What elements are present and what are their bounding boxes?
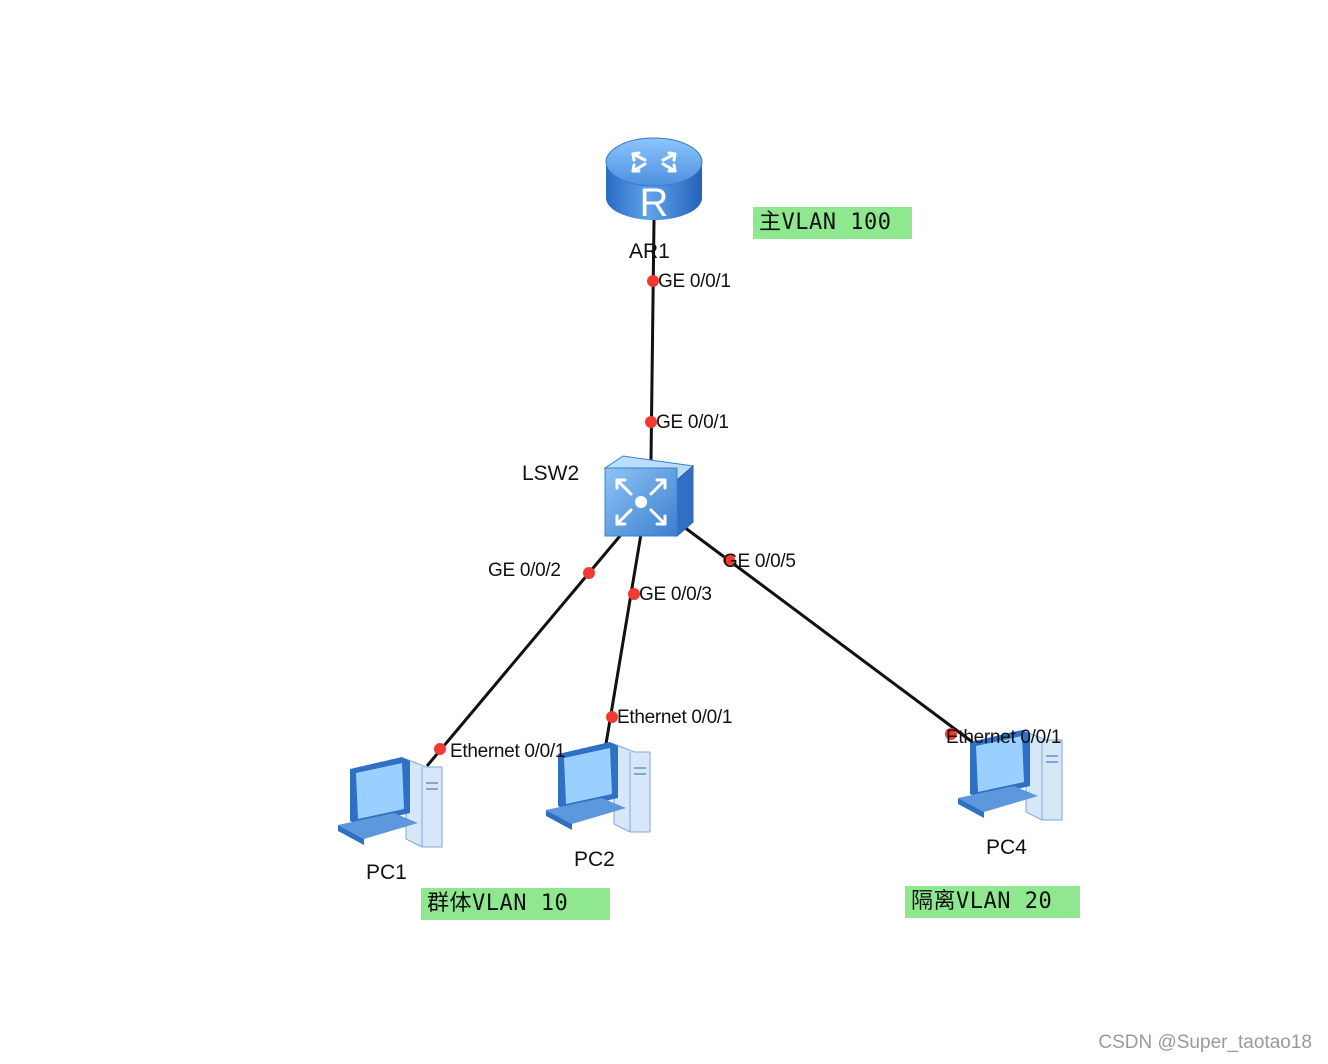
pc4-label: PC4 xyxy=(986,836,1027,859)
port-label-lsw2-ge001: GE 0/0/1 xyxy=(656,412,729,433)
pc4-icon[interactable] xyxy=(954,728,1066,826)
port-label-lsw2-ge005: GE 0/0/5 xyxy=(723,551,796,572)
port-dot-lsw2-ge005[interactable] xyxy=(723,554,735,566)
port-dot-lsw2-ge001[interactable] xyxy=(645,416,657,428)
vlan-tag-primary: 主VLAN 100 xyxy=(753,207,912,239)
port-dot-ar1-ge001[interactable] xyxy=(647,275,659,287)
port-dot-lsw2-ge003[interactable] xyxy=(628,588,640,600)
vlan-tag-isolated: 隔离VLAN 20 xyxy=(905,886,1080,918)
port-label-lsw2-ge002: GE 0/0/2 xyxy=(488,560,561,581)
port-dot-pc4-eth001[interactable] xyxy=(945,728,957,740)
pc1-label: PC1 xyxy=(366,861,407,884)
switch-label: LSW2 xyxy=(522,462,580,485)
router-icon[interactable]: R xyxy=(603,134,705,226)
switch-icon[interactable] xyxy=(601,452,697,538)
pc2-icon[interactable] xyxy=(542,740,654,838)
port-label-lsw2-ge003: GE 0/0/3 xyxy=(639,584,712,605)
svg-text:R: R xyxy=(640,181,669,225)
port-label-pc4-eth001: Ethernet 0/0/1 xyxy=(946,727,1062,748)
port-dot-pc2-eth001[interactable] xyxy=(606,711,618,723)
router-label: AR1 xyxy=(629,240,670,263)
link-lsw2-pc2 xyxy=(604,533,643,745)
port-label-pc2-eth001: Ethernet 0/0/1 xyxy=(617,707,733,728)
port-label-pc1-eth001: Ethernet 0/0/1 xyxy=(450,741,566,762)
port-dot-pc1-eth001[interactable] xyxy=(434,743,446,755)
pc1-icon[interactable] xyxy=(334,755,446,853)
vlan-tag-community: 群体VLAN 10 xyxy=(421,888,610,920)
port-dot-lsw2-ge002[interactable] xyxy=(583,567,595,579)
port-label-ar1-ge001: GE 0/0/1 xyxy=(658,271,731,292)
watermark: CSDN @Super_taotao18 xyxy=(1098,1032,1312,1053)
pc2-label: PC2 xyxy=(574,848,615,871)
